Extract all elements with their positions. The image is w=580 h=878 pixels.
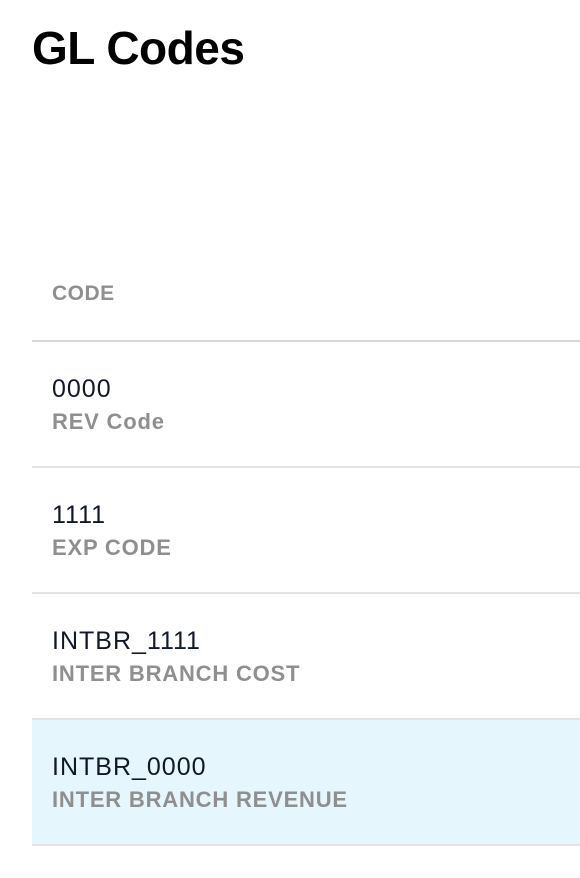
row-code: 1111 bbox=[52, 501, 107, 529]
row-description: EXP CODE bbox=[52, 535, 172, 560]
gl-codes-table: CODE 0000 REV Code 1111 EXP CODE INTBR_1… bbox=[32, 246, 580, 846]
page-title: GL Codes bbox=[32, 22, 245, 74]
table-header: CODE bbox=[32, 246, 580, 342]
row-description: INTER BRANCH COST bbox=[52, 661, 301, 686]
row-description: INTER BRANCH REVENUE bbox=[52, 787, 348, 812]
table-row-selected[interactable]: INTBR_0000 INTER BRANCH REVENUE bbox=[32, 720, 580, 846]
row-code: INTBR_0000 bbox=[52, 753, 207, 781]
table-row[interactable]: 1111 EXP CODE bbox=[32, 468, 580, 594]
column-header-code[interactable]: CODE bbox=[52, 282, 115, 305]
row-code: 0000 bbox=[52, 375, 112, 403]
table-row[interactable]: INTBR_1111 INTER BRANCH COST bbox=[32, 594, 580, 720]
row-description: REV Code bbox=[52, 409, 165, 434]
table-row[interactable]: 0000 REV Code bbox=[32, 342, 580, 468]
row-code: INTBR_1111 bbox=[52, 627, 201, 655]
